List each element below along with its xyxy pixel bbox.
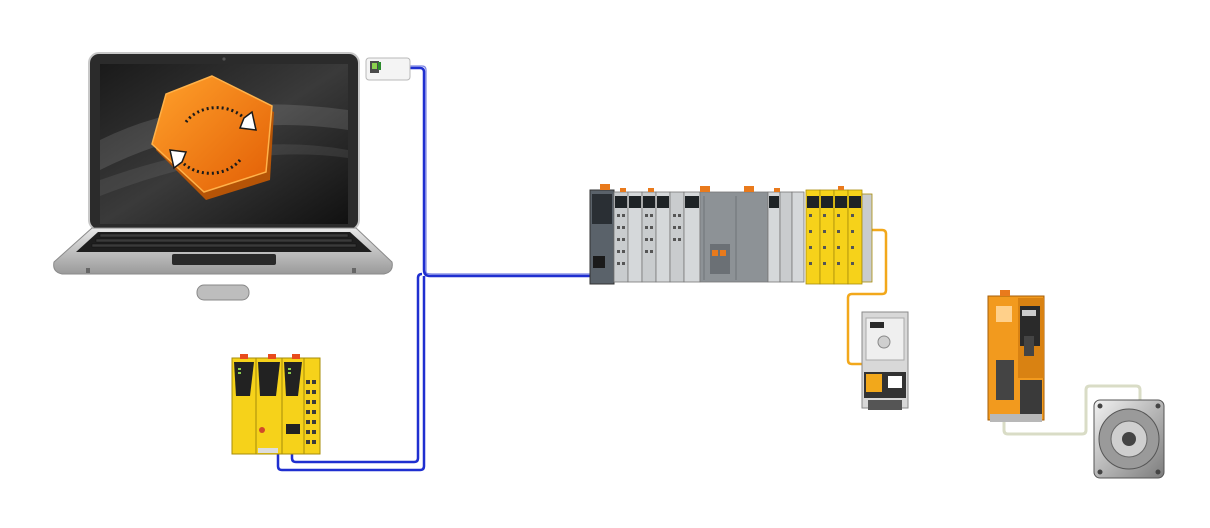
safety-controller[interactable] [231,354,321,455]
connector-icon [370,61,381,73]
laptop-stand [196,284,250,301]
io-rack[interactable] [589,184,873,285]
sync-arrows-icon [151,75,274,200]
frequency-inverter[interactable] [861,311,909,410]
ethernet-cable-tag-to-rack [410,66,590,278]
ethernet-cable-tag-to-rack-inner [410,65,598,275]
connector-tag[interactable] [365,57,411,81]
servo-drive[interactable] [987,290,1045,422]
motor-cable-drive-to-motor [1002,384,1142,436]
laptop-touchpad[interactable] [172,254,276,265]
fieldbus-cable-rack-to-inverter [846,228,888,366]
ethernet-cable-safety-inner [290,272,423,464]
servo-motor[interactable] [1093,399,1165,479]
laptop[interactable] [53,52,393,301]
